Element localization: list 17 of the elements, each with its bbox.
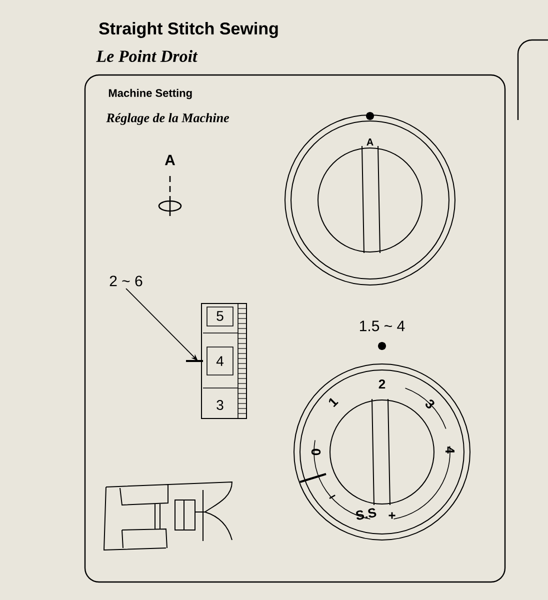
dial-number: 2: [378, 379, 386, 389]
setting-range: 2 ~ 6: [110, 276, 142, 286]
setting-range: 1.5 ~ 4: [360, 320, 405, 332]
title: Straight Stitch Sewing: [99, 22, 278, 38]
section-heading: Machine Setting: [108, 88, 192, 100]
tension-dial: 5 4 3: [201, 303, 247, 419]
dial-number: 3: [426, 400, 434, 408]
dial-letter: A: [366, 138, 374, 146]
dial-number: 0: [311, 448, 321, 456]
leader-line: [126, 288, 198, 361]
dial-number: +: [388, 512, 396, 519]
dial-number: S.S: [356, 508, 376, 520]
dial-number: 4: [446, 446, 454, 454]
section-subheading: Réglage de la Machine: [106, 113, 230, 125]
subtitle: Le Point Droit: [96, 50, 198, 62]
pattern-letter: A: [164, 154, 175, 166]
dial-number: 1: [328, 398, 338, 408]
